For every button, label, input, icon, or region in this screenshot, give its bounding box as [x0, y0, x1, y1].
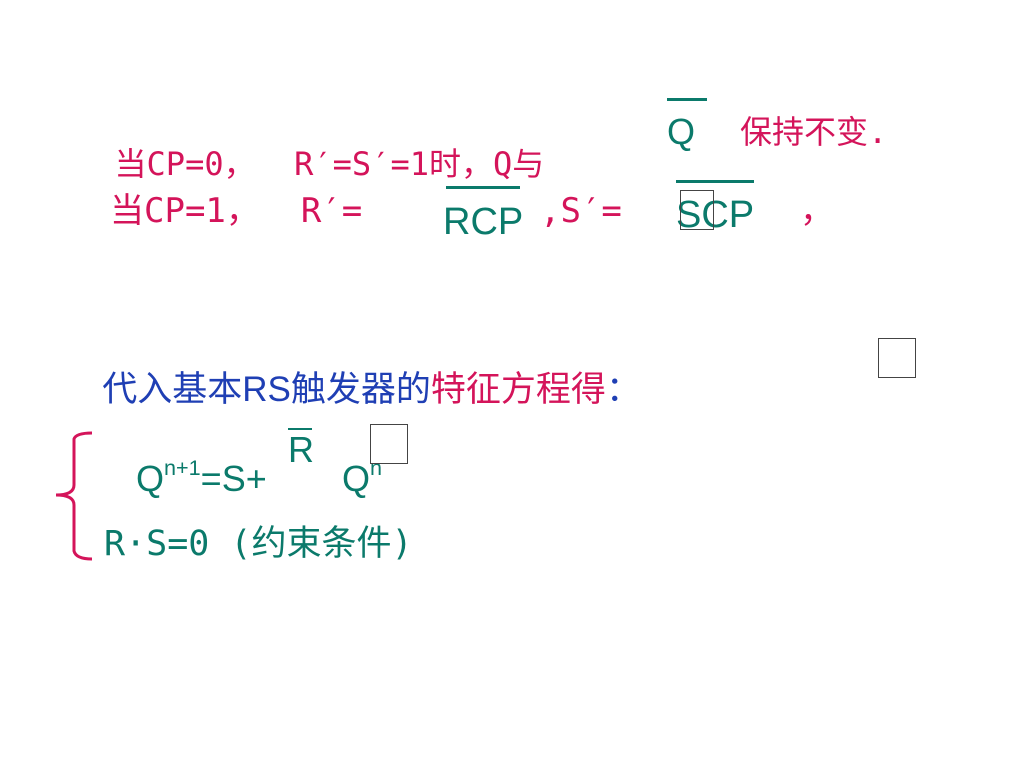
rcp-bar-symbol: RCP	[443, 201, 524, 243]
left-brace-icon	[55, 431, 93, 561]
scp-overbar	[676, 180, 754, 183]
statement-cp1-prefix: 当CP=1， R′=	[110, 191, 363, 231]
placeholder-box	[370, 424, 408, 464]
formula-q: Q	[136, 458, 165, 499]
rcp-overbar	[446, 186, 520, 189]
intro-text-1: 代入基本	[102, 370, 243, 410]
formula-sup-n: n	[370, 454, 383, 480]
statement-cp1-suffix: ，	[800, 191, 834, 231]
intro-text-3: 特征方程得	[430, 370, 606, 410]
intro-text-2: 触发器的	[290, 370, 431, 410]
characteristic-equation: Qn+1=S+	[116, 425, 267, 497]
formula-eq: =S+	[200, 458, 267, 499]
statement-cp0: 当CP=0， R′=S′=1时，Q与	[76, 116, 545, 183]
q-overbar	[667, 98, 707, 101]
scp-bar-symbol: SCP	[676, 194, 755, 236]
placeholder-box	[878, 338, 916, 378]
intro-rs: RS	[242, 370, 291, 409]
r-overbar	[288, 428, 312, 430]
intro-colon: ：	[605, 370, 641, 410]
statement-cp0-text: 当CP=0， R′=S′=1时，Q与	[114, 145, 545, 183]
statement-cp0-tail: 保持不变.	[740, 113, 888, 151]
characteristic-equation-intro: 代入基本RS触发器的特征方程得：	[80, 337, 641, 408]
formula-q2: Q	[342, 458, 371, 499]
q-bar-symbol: Q	[667, 111, 696, 152]
placeholder-box	[680, 190, 714, 230]
statement-cp1-middle: ,S′=	[540, 191, 622, 231]
formula-r-bar: R	[288, 429, 314, 470]
formula-sup-n1: n+1	[164, 454, 201, 480]
constraint-condition: R·S=0 (约束条件)	[104, 524, 413, 564]
formula-tail: Qn	[322, 425, 382, 497]
